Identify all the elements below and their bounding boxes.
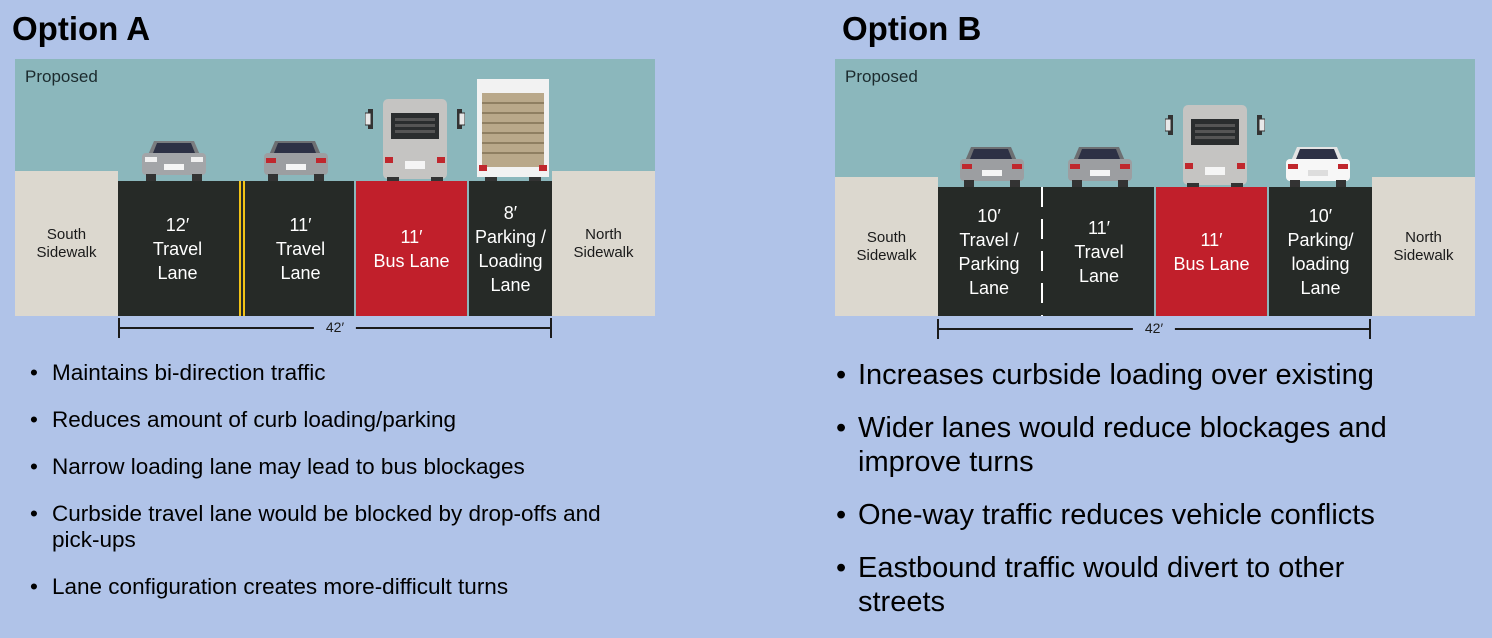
lane-1: 12′ Travel Lane — [118, 181, 237, 316]
north-sidewalk: North Sidewalk — [552, 171, 655, 316]
option-b-bullet-list: Increases curbside loading over existing… — [836, 358, 1476, 638]
car-icon — [142, 141, 206, 182]
proposed-label: Proposed — [845, 67, 918, 86]
list-item: Increases curbside loading over existing — [836, 358, 1476, 392]
option-a-street-section: Proposed — [15, 59, 655, 316]
car-icon — [960, 147, 1024, 188]
total-width-dimension: 42′ — [118, 318, 552, 338]
option-b-title: Option B — [842, 10, 982, 47]
lane-label: 8′ Parking / Loading Lane — [474, 202, 547, 295]
travel-parking-lane: 10′ Travel / Parking Lane — [938, 187, 1040, 316]
option-a-title: Option A — [12, 10, 151, 47]
list-item: Maintains bi-direction traffic — [30, 360, 670, 386]
center-double-yellow-line — [237, 181, 247, 316]
car-icon — [1286, 147, 1350, 188]
north-sidewalk-label: North Sidewalk — [573, 225, 634, 261]
list-item: Reduces amount of curb loading/parking — [30, 407, 670, 433]
total-width-label: 42′ — [1132, 320, 1176, 336]
proposed-label: Proposed — [25, 67, 98, 86]
lane-label: 10′ Travel / Parking Lane — [958, 205, 1020, 298]
bus-lane: 11′ Bus Lane — [1156, 187, 1267, 316]
lane-label: 12′ Travel Lane — [152, 214, 203, 283]
lane-label: 10′ Parking/ loading Lane — [1287, 205, 1354, 298]
total-width-dimension: 42′ — [937, 319, 1371, 339]
south-sidewalk-label: South Sidewalk — [36, 225, 97, 261]
lane-label: 11′ Travel Lane — [1074, 217, 1124, 286]
car-icon — [1068, 147, 1132, 188]
bus-icon — [365, 99, 465, 183]
parking-loading-lane: 8′ Parking / Loading Lane — [469, 181, 552, 316]
list-item: Lane configuration creates more-difficul… — [30, 574, 670, 600]
list-item: Narrow loading lane may lead to bus bloc… — [30, 454, 670, 480]
bus-lane: 11′ Bus Lane — [356, 181, 467, 316]
option-b-street-section: Proposed — [835, 59, 1475, 316]
south-sidewalk-label: South Sidewalk — [856, 228, 917, 264]
list-item: Curbside travel lane would be blocked by… — [30, 501, 642, 553]
travel-lane: 11′ Travel Lane — [1044, 187, 1154, 316]
list-item: Eastbound traffic would divert to other … — [836, 551, 1418, 619]
north-sidewalk: North Sidewalk — [1372, 177, 1475, 316]
lane-2: 11′ Travel Lane — [247, 181, 354, 316]
south-sidewalk: South Sidewalk — [835, 177, 938, 316]
lane-label: 11′ Bus Lane — [373, 226, 450, 271]
total-width-label: 42′ — [313, 319, 357, 335]
south-sidewalk: South Sidewalk — [15, 171, 118, 316]
parking-loading-lane: 10′ Parking/ loading Lane — [1269, 187, 1372, 316]
lane-divider-dashed — [1040, 187, 1044, 316]
truck-icon — [477, 79, 549, 185]
lane-label: 11′ Bus Lane — [1173, 229, 1250, 274]
bus-icon — [1165, 105, 1265, 189]
lane-label: 11′ Travel Lane — [275, 214, 326, 283]
list-item: Wider lanes would reduce blockages and i… — [836, 411, 1458, 479]
car-icon — [264, 141, 328, 182]
north-sidewalk-label: North Sidewalk — [1393, 228, 1454, 264]
list-item: One-way traffic reduces vehicle conflict… — [836, 498, 1476, 532]
option-a-bullet-list: Maintains bi-direction traffic Reduces a… — [30, 360, 670, 621]
